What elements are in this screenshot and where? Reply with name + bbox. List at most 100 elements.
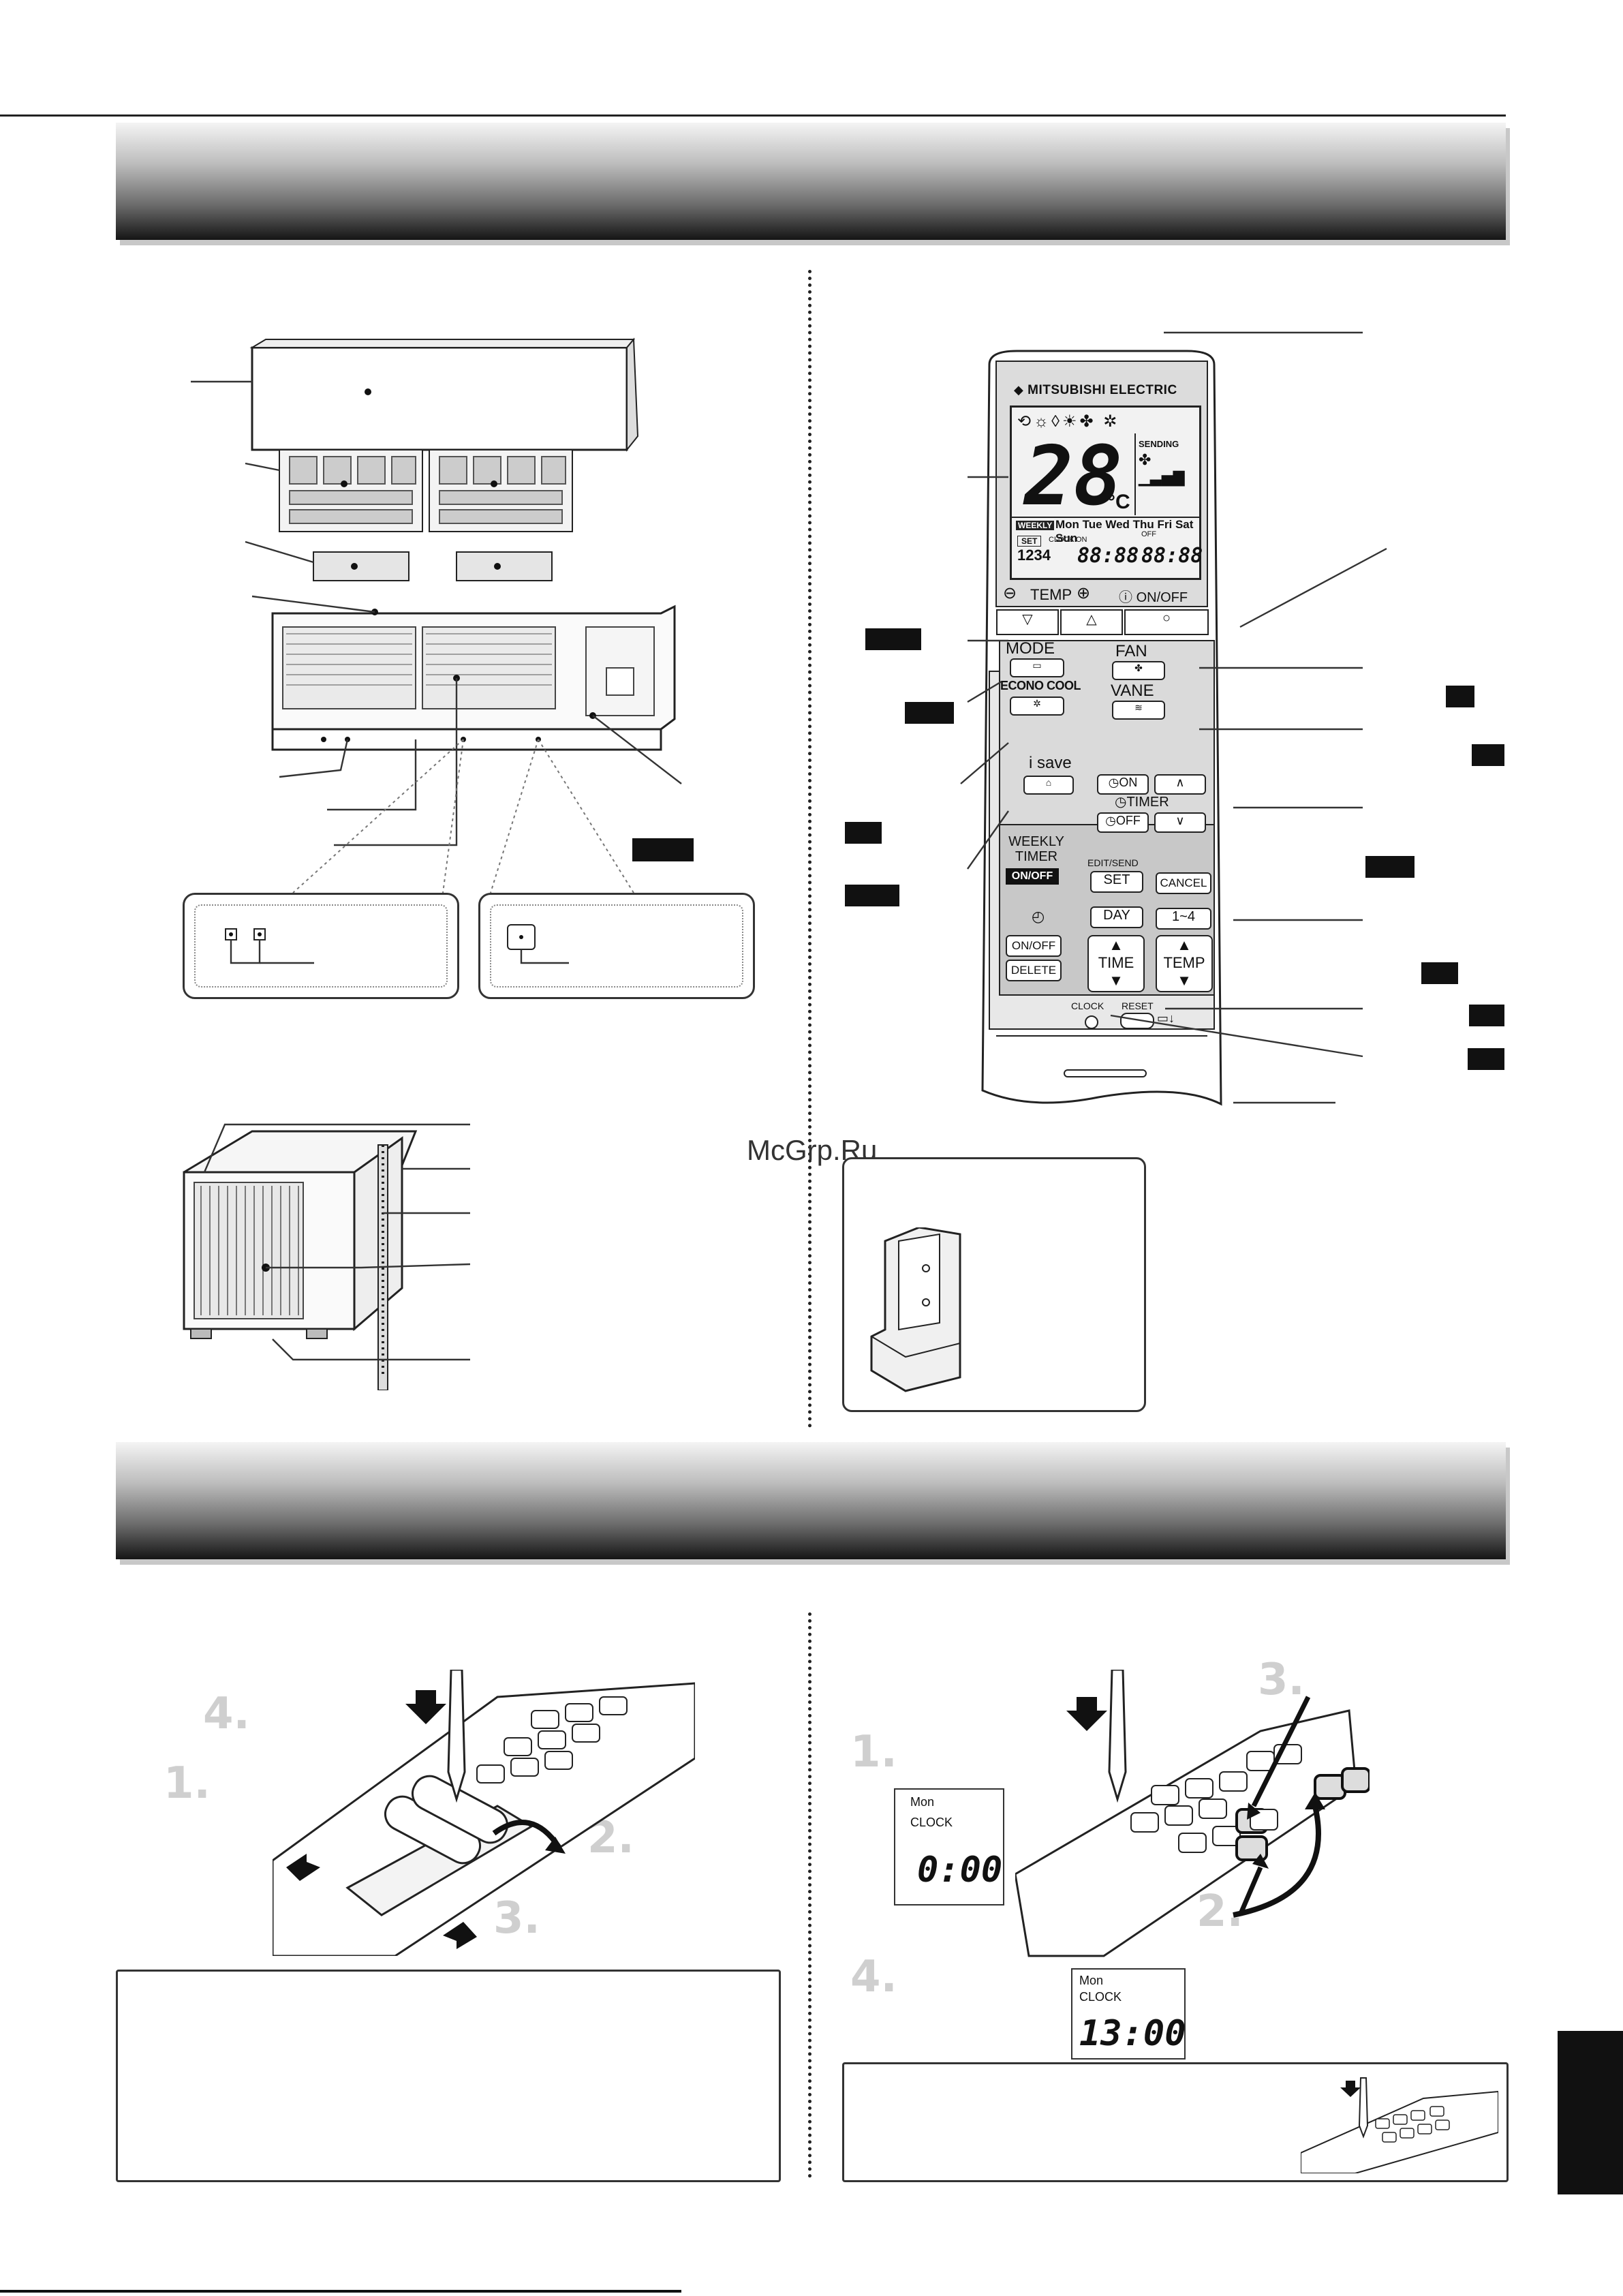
mode-button[interactable]: ▭ (1010, 658, 1064, 677)
i-save-button[interactable]: ⌂ (1023, 776, 1074, 795)
tag-mode (865, 628, 921, 650)
clock2-label: CLOCK (1079, 1990, 1122, 2004)
battery-icon: ▭↓ (1157, 1011, 1175, 1025)
timer-down-button[interactable]: ∨ (1154, 812, 1206, 833)
cancel-button[interactable]: CANCEL (1156, 872, 1211, 894)
remote-holder-box (842, 1157, 1146, 1412)
vane-label: VANE (1111, 682, 1154, 700)
temp-down-button[interactable]: ▽ (996, 609, 1059, 635)
on-off-label: ⓘ ON/OFF (1119, 590, 1188, 605)
lcd-set: SET (1017, 536, 1042, 547)
clock1-time: 0:00 (917, 1850, 1003, 1891)
clock-display-before: Mon CLOCK 0:00 (894, 1788, 1004, 1905)
section-banner-bottom (116, 1442, 1506, 1559)
brand-logo: ◆ MITSUBISHI ELECTRIC (1014, 383, 1177, 397)
lcd-sending: SENDING (1139, 439, 1179, 449)
tag-weekly (1421, 962, 1458, 984)
lamp-pair-icon (225, 928, 314, 964)
mode-label: MODE (1006, 639, 1055, 658)
timer-up-button[interactable]: ∧ (1154, 774, 1206, 795)
temp-plus-icon: ⊕ (1077, 584, 1091, 602)
fan-button[interactable]: ✤ (1112, 661, 1165, 680)
tag-fan (1446, 686, 1474, 707)
weekly-timer-label: WEEKLY TIMER (1008, 834, 1064, 864)
step-right-1: 1. (850, 1727, 897, 1777)
lcd-off: OFF (1141, 530, 1156, 538)
clock-label: CLOCK (1071, 1000, 1104, 1011)
temp-weekly-label: TEMP (1163, 954, 1205, 971)
remote-lcd: ⟲☼◊☀✤ ✲ 28 °C SENDING ✤ ▁▃▅▇ WEEKLY Mon … (1010, 405, 1203, 580)
econo-cool-button[interactable]: ✲ (1010, 697, 1064, 716)
inset-sensor (478, 893, 755, 999)
step-right-4: 4. (850, 1952, 897, 2002)
label-tag-indoor (632, 838, 694, 861)
remote-controller: ◆ MITSUBISHI ELECTRIC ⟲☼◊☀✤ ✲ 28 °C SEND… (976, 348, 1228, 1124)
vane-button[interactable]: ≋ (1112, 701, 1165, 720)
tag-isave-b (845, 885, 899, 906)
lcd-weekly: WEEKLY (1016, 521, 1055, 530)
lcd-unit: °C (1107, 491, 1130, 513)
day-button[interactable]: DAY (1090, 906, 1143, 928)
clock2-time: 13:00 (1079, 2013, 1186, 2054)
column-divider-top (808, 270, 812, 1428)
clock2-day: Mon (1079, 1974, 1104, 1987)
weekly-on-off-button[interactable]: ON/OFF (1006, 868, 1059, 885)
step-left-3: 3. (493, 1893, 540, 1944)
econo-cool-label: ECONO COOL (1000, 679, 1081, 692)
power-button[interactable]: ○ (1124, 609, 1209, 635)
section-banner-top (116, 123, 1506, 240)
clock-display-after: Mon CLOCK 13:00 (1071, 1968, 1186, 2060)
on-off-small-button[interactable]: ON/OFF (1006, 935, 1062, 957)
step-right-2: 2. (1196, 1886, 1243, 1937)
bottom-rule (0, 2290, 681, 2293)
tag-clock (1468, 1048, 1504, 1070)
lcd-clock: CLOCK (1049, 536, 1075, 544)
lcd-time-on: 88:88 (1077, 544, 1139, 568)
reset-label: RESET (1122, 1000, 1154, 1011)
remote-holder-icon (870, 1227, 961, 1392)
clock1-label: CLOCK (910, 1816, 953, 1829)
reset-mini-illustration (1301, 2077, 1498, 2173)
fan-label: FAN (1115, 642, 1147, 660)
battery-insertion-diagram (273, 1670, 695, 1956)
step-right-3: 3. (1258, 1655, 1305, 1705)
inset-indicator-lamps (183, 893, 459, 999)
tag-reset (1469, 1005, 1504, 1026)
reset-button[interactable] (1120, 1013, 1154, 1029)
clock-icon: ◴ (1032, 908, 1045, 925)
column-divider-bottom (808, 1612, 812, 2178)
timer-off-button[interactable]: ◷OFF (1097, 812, 1149, 833)
timer-on-button[interactable]: ◷ON (1097, 774, 1149, 795)
clock1-day: Mon (910, 1795, 935, 1809)
edit-send-label: EDIT/SEND (1087, 857, 1139, 868)
temp-label: TEMP (1030, 586, 1072, 603)
timer-label: ◷TIMER (1115, 795, 1169, 810)
outdoor-unit-diagram (183, 1123, 471, 1390)
temp-minus-icon: ⊖ (1003, 584, 1017, 602)
one-to-four-button[interactable]: 1~4 (1156, 908, 1211, 930)
tag-isave-a (845, 822, 882, 844)
delete-button[interactable]: DELETE (1006, 960, 1062, 981)
clock-setting-diagram (1015, 1670, 1370, 1957)
time-button-label: TIME (1098, 954, 1134, 971)
mode-icons-row: ⟲☼◊☀✤ ✲ (1017, 412, 1120, 431)
temp-weekly-button[interactable]: ▲TEMP▼ (1156, 935, 1213, 992)
lcd-time-off: 88:88 (1141, 544, 1203, 568)
time-button[interactable]: ▲TIME▼ (1087, 935, 1145, 992)
i-save-label: i save (1029, 754, 1072, 772)
clock-button[interactable] (1085, 1015, 1098, 1029)
remote-leader-lines (960, 331, 1387, 1104)
lcd-on: ON (1076, 536, 1087, 544)
tag-vane (1472, 744, 1504, 766)
lcd-pattern: 1234 (1017, 547, 1051, 564)
sensor-icon (507, 924, 569, 964)
tag-econo (905, 702, 954, 724)
temp-up-button[interactable]: △ (1060, 609, 1123, 635)
top-rule (0, 114, 1506, 117)
tag-timer (1365, 856, 1415, 878)
indoor-unit-diagram (191, 337, 682, 893)
note-box-right (842, 2062, 1509, 2182)
page-side-tab (1558, 2031, 1623, 2194)
step-left-4: 4. (203, 1689, 250, 1739)
set-button[interactable]: SET (1090, 871, 1143, 893)
